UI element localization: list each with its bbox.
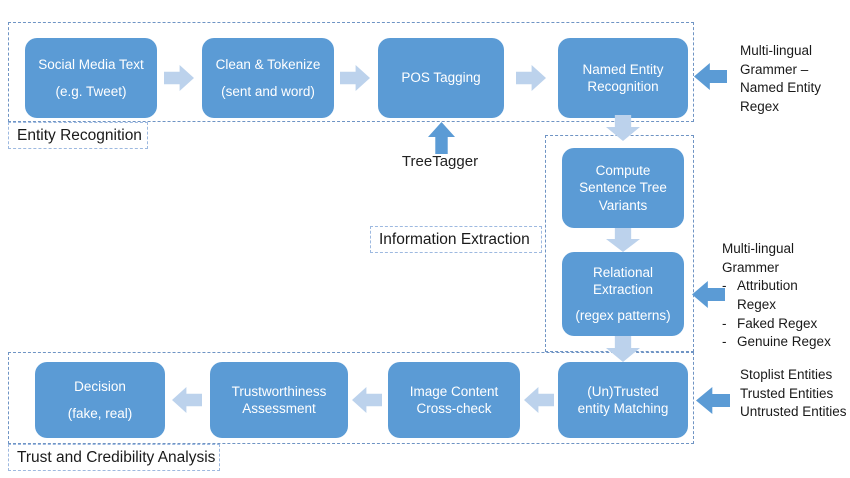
box-decision: Decision (fake, real) xyxy=(35,362,165,438)
section-label-trust-credibility: Trust and Credibility Analysis xyxy=(8,444,220,471)
annotation-bullet: - Genuine Regex xyxy=(722,333,850,352)
annotation-line: Untrusted Entities xyxy=(740,404,847,420)
box-line: entity Matching xyxy=(577,401,669,416)
trust-credibility-group xyxy=(8,352,694,444)
box-line: Trustworthiness xyxy=(231,383,327,399)
box-trustworthiness-assessment: Trustworthiness Assessment xyxy=(210,362,348,438)
box-line: Social Media Text xyxy=(38,57,144,73)
treetagger-arrow-up-icon xyxy=(428,122,455,154)
box-line: Cross-check xyxy=(416,401,492,416)
annotation-line: Regex xyxy=(740,98,780,114)
box-relational-extraction: Relational Extraction (regex patterns) xyxy=(562,252,684,336)
box-pos-tagging: POS Tagging xyxy=(378,38,504,118)
section-label-entity-recognition: Entity Recognition xyxy=(8,122,148,149)
annotation-relational-grammar: Multi-lingual Grammer - Attribution Rege… xyxy=(722,240,850,352)
annotation-bullet: - Attribution Regex xyxy=(722,277,850,314)
annotation-arrow-left-icon xyxy=(694,63,727,90)
box-named-entity-recognition: Named Entity Recognition xyxy=(558,38,688,118)
box-image-content-crosscheck: Image Content Cross-check xyxy=(388,362,520,438)
box-line: Assessment xyxy=(242,401,316,416)
treetagger-label: TreeTagger xyxy=(401,153,479,170)
section-label-text: Trust and Credibility Analysis xyxy=(17,448,216,466)
box-line: Relational xyxy=(592,264,654,280)
box-line: Decision xyxy=(74,379,126,395)
section-label-text: Entity Recognition xyxy=(17,126,142,144)
section-label-information-extraction: Information Extraction xyxy=(370,226,542,253)
annotation-line: Multi-lingual xyxy=(722,241,795,256)
box-line: Clean & Tokenize xyxy=(215,57,321,73)
box-line: (Un)Trusted xyxy=(587,383,659,399)
annotation-line: Named Entity xyxy=(740,80,822,96)
box-compute-sentence-tree-variants: Compute Sentence Tree Variants xyxy=(562,148,684,228)
box-line: Sentence Tree xyxy=(579,180,667,196)
annotation-line: Multi-lingual xyxy=(740,43,813,58)
box-line: Extraction xyxy=(592,281,654,297)
annotation-bullet: - Faked Regex xyxy=(722,315,850,334)
bullet-text: Faked Regex xyxy=(737,315,818,331)
bullet-dash: - xyxy=(722,334,727,350)
bullet-text: Genuine Regex xyxy=(737,334,831,350)
annotation-line: Trusted Entities xyxy=(740,385,834,401)
box-line: Compute xyxy=(595,163,651,179)
box-clean-tokenize: Clean & Tokenize (sent and word) xyxy=(202,38,334,118)
box-line: Recognition xyxy=(587,79,659,94)
annotation-entity-lists: Stoplist Entities Trusted Entities Untru… xyxy=(740,366,850,422)
annotation-arrow-left-icon xyxy=(696,387,730,414)
annotation-ner-grammar: Multi-lingual Grammer – Named Entity Reg… xyxy=(740,42,850,117)
section-label-text: Information Extraction xyxy=(379,230,530,248)
box-social-media-text: Social Media Text (e.g. Tweet) xyxy=(25,38,157,118)
box-line: (e.g. Tweet) xyxy=(55,83,127,99)
entity-recognition-group xyxy=(8,22,694,122)
box-line: Variants xyxy=(598,197,648,213)
annotation-line: Grammer xyxy=(722,259,779,275)
box-line: (fake, real) xyxy=(67,405,133,421)
box-line: (sent and word) xyxy=(221,83,315,99)
annotation-line: Stoplist Entities xyxy=(740,367,833,382)
bullet-text: Attribution Regex xyxy=(737,278,798,312)
box-line: Named Entity xyxy=(582,61,664,77)
box-line: Image Content xyxy=(409,383,499,399)
box-line: (regex patterns) xyxy=(575,308,671,324)
box-line: POS Tagging xyxy=(401,70,481,86)
box-untrusted-entity-matching: (Un)Trusted entity Matching xyxy=(558,362,688,438)
bullet-dash: - xyxy=(722,278,727,294)
bullet-dash: - xyxy=(722,315,727,331)
annotation-arrow-left-icon xyxy=(692,281,725,308)
annotation-line: Grammer – xyxy=(740,61,809,77)
